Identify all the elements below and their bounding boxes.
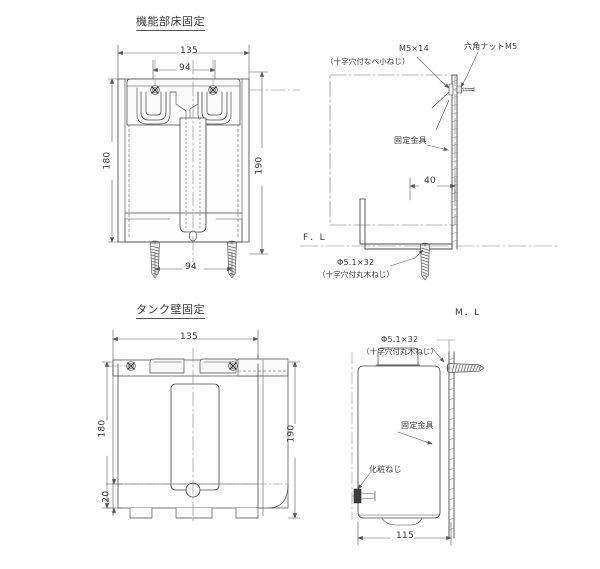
view2-callout-woodscrew: Φ5.1×32 <box>381 335 419 344</box>
view2-callout-bracket: 固定金具 <box>401 421 434 430</box>
view1-callout-screw-sub: （十字穴付なべ小ねじ） <box>326 57 410 66</box>
view1-dim-135: 135 <box>180 46 199 56</box>
view2-side <box>351 339 485 546</box>
view2-dim-115: 115 <box>396 531 415 541</box>
view2-callout-thumbscrew: 化粧ねじ <box>369 465 402 474</box>
view1-front <box>107 44 301 279</box>
view1-dim-40: 40 <box>424 176 437 186</box>
view1-callout-woodscrew: Φ5.1×32 <box>337 258 375 267</box>
dim-180-left <box>107 78 125 243</box>
view1-floor-line-label: F．L <box>303 233 326 243</box>
view1-callout-nut: 六角ナットM5 <box>464 42 518 51</box>
dim-190-bottom-right <box>287 361 301 519</box>
dim-135-top <box>117 44 250 81</box>
view2-dim-20: 20 <box>101 490 112 503</box>
view2-front <box>101 329 301 525</box>
view2-dim-180: 180 <box>97 419 108 438</box>
view2-dim-190: 190 <box>286 424 297 443</box>
view2-wall-line-label: M．L <box>455 308 481 318</box>
view2-dim-135: 135 <box>180 332 199 342</box>
view1-callout-screw: M5×14 <box>399 44 429 53</box>
view2-callout-woodscrew-sub: （十字穴付丸木ねじ） <box>362 347 438 356</box>
view1-dim-190: 190 <box>254 156 265 175</box>
dim-40-side <box>409 177 456 201</box>
view1-side <box>299 51 561 281</box>
view2-title: タンク壁固定 <box>136 303 205 319</box>
view1-title: 機能部床固定 <box>136 15 205 31</box>
dim-115 <box>357 521 452 546</box>
dim-94-bottom <box>154 251 233 277</box>
dim-20-bottom <box>105 477 123 515</box>
dim-190-right <box>248 71 269 255</box>
view1-dim-180: 180 <box>102 151 113 170</box>
view1-dim-94-top: 94 <box>179 63 192 73</box>
view1-callout-bracket: 固定金具 <box>394 136 427 145</box>
view1-dim-94-bottom: 94 <box>185 262 198 272</box>
view1-callout-woodscrew-sub: （十字穴付丸木ねじ） <box>318 270 394 279</box>
